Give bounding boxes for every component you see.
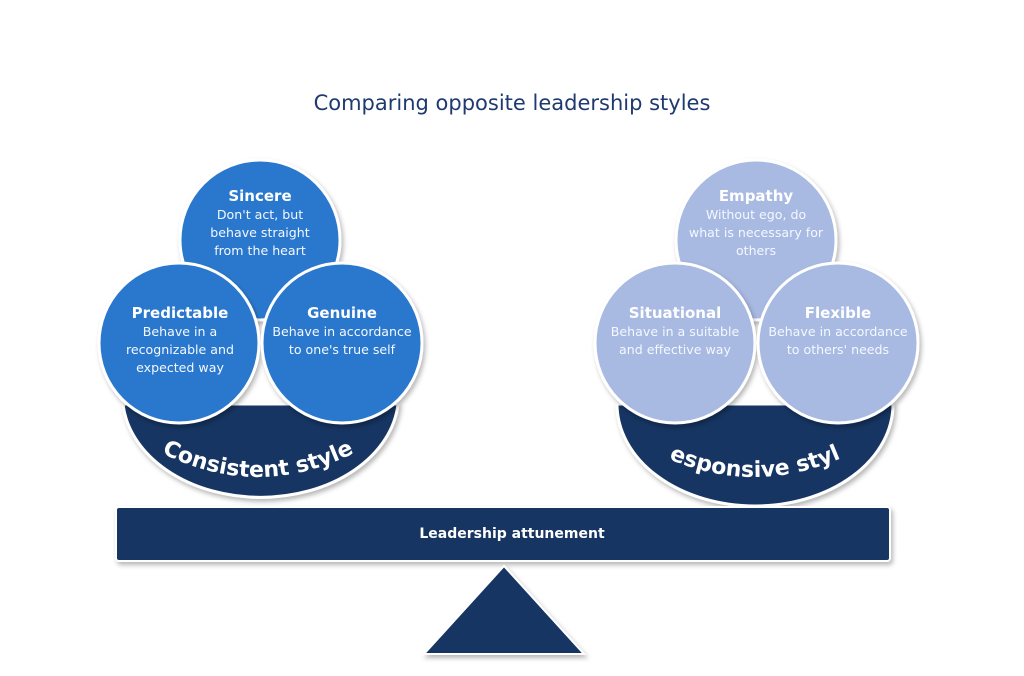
flexible-bubble <box>756 261 920 425</box>
predictable-line-1: Behave in a <box>143 324 218 339</box>
consistent-bowl <box>121 402 400 499</box>
sincere-line-2: behave straight <box>210 225 310 240</box>
sincere-line-3: from the heart <box>214 243 306 258</box>
consistent-style-group: Consistent style Sincere Don't act, but … <box>97 158 424 499</box>
sincere-line-1: Don't act, but <box>217 207 303 222</box>
flexible-line-2: to others' needs <box>787 342 889 357</box>
empathy-title: Empathy <box>719 187 794 205</box>
sincere-title: Sincere <box>228 187 291 205</box>
predictable-line-2: recognizable and <box>126 342 234 357</box>
empathy-line-1: Without ego, do <box>706 207 807 222</box>
responsive-bowl <box>615 402 895 508</box>
predictable-line-3: expected way <box>136 360 224 375</box>
page-title: Comparing opposite leadership styles <box>314 91 711 115</box>
leadership-attunement-beam <box>115 506 891 562</box>
genuine-title: Genuine <box>307 304 377 322</box>
situational-bubble <box>593 261 757 425</box>
situational-line-1: Behave in a suitable <box>611 324 740 339</box>
flexible-title: Flexible <box>805 304 871 322</box>
fulcrum-triangle <box>421 564 587 655</box>
empathy-line-2: what is necessary for <box>689 225 824 240</box>
predictable-bubble <box>97 261 261 425</box>
situational-title: Situational <box>629 304 721 322</box>
leadership-attunement-label: Leadership attunement <box>419 526 605 542</box>
genuine-line-2: to one's true self <box>289 342 396 357</box>
genuine-bubble <box>260 261 424 425</box>
flexible-line-1: Behave in accordance <box>768 324 908 339</box>
empathy-line-3: others <box>736 243 776 258</box>
predictable-title: Predictable <box>132 304 229 322</box>
situational-line-2: and effective way <box>619 342 731 357</box>
genuine-line-1: Behave in accordance <box>272 324 412 339</box>
